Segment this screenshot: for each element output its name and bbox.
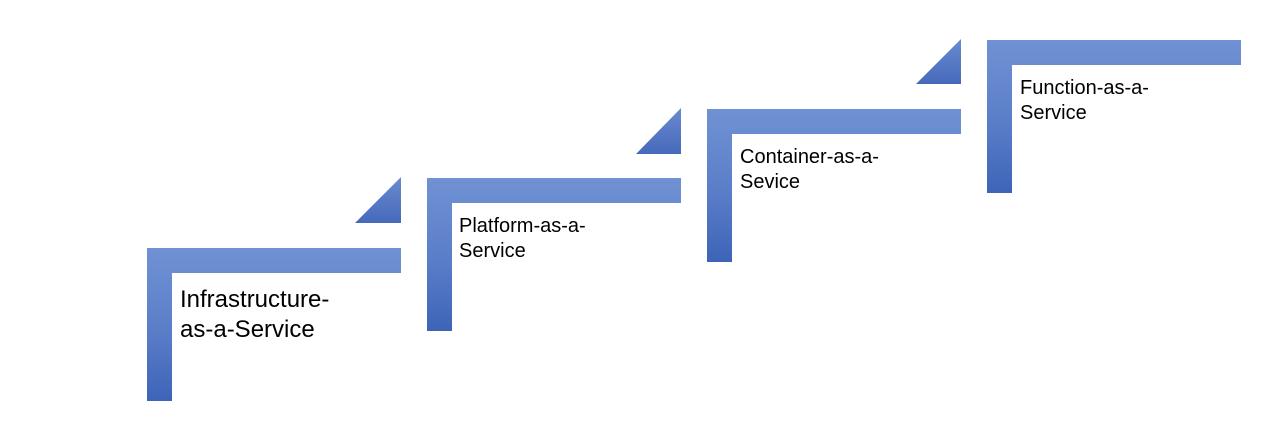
step-arrow-3 xyxy=(916,39,961,84)
label-infrastructure: Infrastructure- as-a-Service xyxy=(180,285,329,345)
step-bracket-function xyxy=(987,40,1241,193)
label-function: Function-as-a- Service xyxy=(1020,76,1149,126)
label-function-line1: Function-as-a- xyxy=(1020,77,1149,99)
label-container-line1: Container-as-a- xyxy=(740,146,879,168)
step-arrow-1 xyxy=(355,177,401,223)
label-platform-line1: Platform-as-a- xyxy=(459,215,586,237)
step-bracket-container xyxy=(707,109,961,262)
label-container: Container-as-a- Sevice xyxy=(740,145,879,195)
step-bracket-infrastructure xyxy=(147,248,401,401)
label-function-line2: Service xyxy=(1020,102,1087,124)
label-infrastructure-line1: Infrastructure- xyxy=(180,286,330,313)
step-arrow-2 xyxy=(636,108,681,154)
step-platform xyxy=(427,178,681,331)
step-bracket-platform xyxy=(427,178,681,331)
step-container xyxy=(707,109,961,262)
step-function xyxy=(987,40,1241,193)
label-container-line2: Sevice xyxy=(740,171,801,193)
label-platform-line2: Service xyxy=(459,240,526,262)
step-infrastructure xyxy=(147,248,401,401)
label-infrastructure-line2: as-a-Service xyxy=(180,316,315,343)
label-platform: Platform-as-a- Service xyxy=(459,214,586,264)
